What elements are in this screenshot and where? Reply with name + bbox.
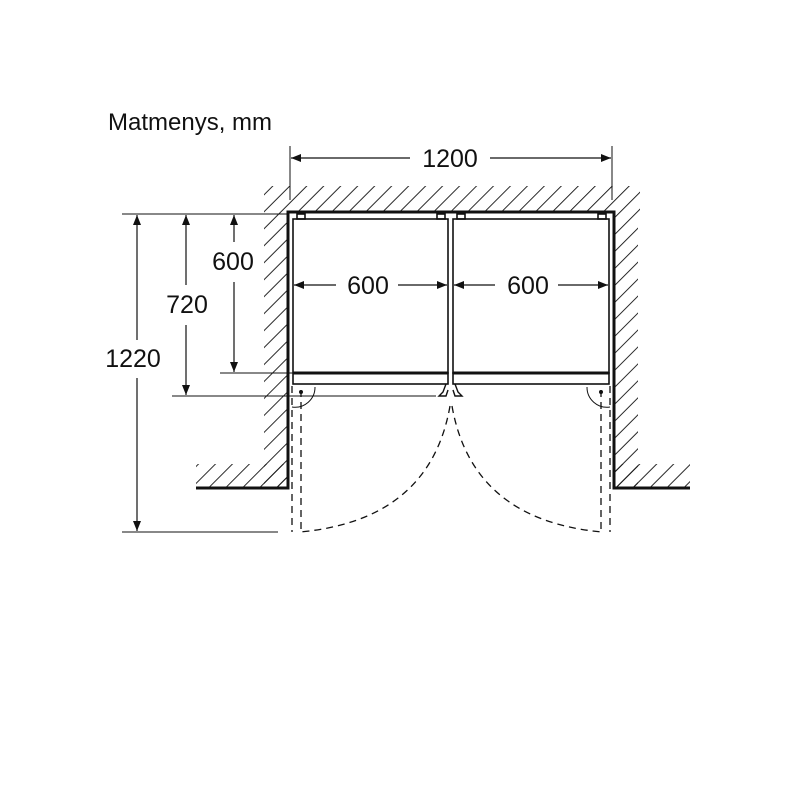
fridge-right — [452, 213, 610, 385]
diagram-title: Matmenys, mm — [108, 109, 272, 136]
wall-hatching — [196, 186, 690, 488]
dim-right-width: 600 — [507, 272, 549, 300]
door-handles — [437, 383, 464, 397]
door-swing — [291, 386, 611, 533]
dim-depth-with-door: 720 — [166, 291, 208, 319]
fridge-left — [292, 213, 449, 385]
dim-left-width: 600 — [347, 272, 389, 300]
dim-depth-door-open: 1220 — [105, 345, 161, 373]
dim-total-width: 1200 — [422, 145, 478, 173]
extension-lines — [122, 146, 613, 533]
dimension-lines — [133, 154, 611, 531]
hinge-marks — [291, 386, 611, 408]
dim-depth-body: 600 — [212, 248, 254, 276]
wall-outline — [196, 210, 690, 490]
